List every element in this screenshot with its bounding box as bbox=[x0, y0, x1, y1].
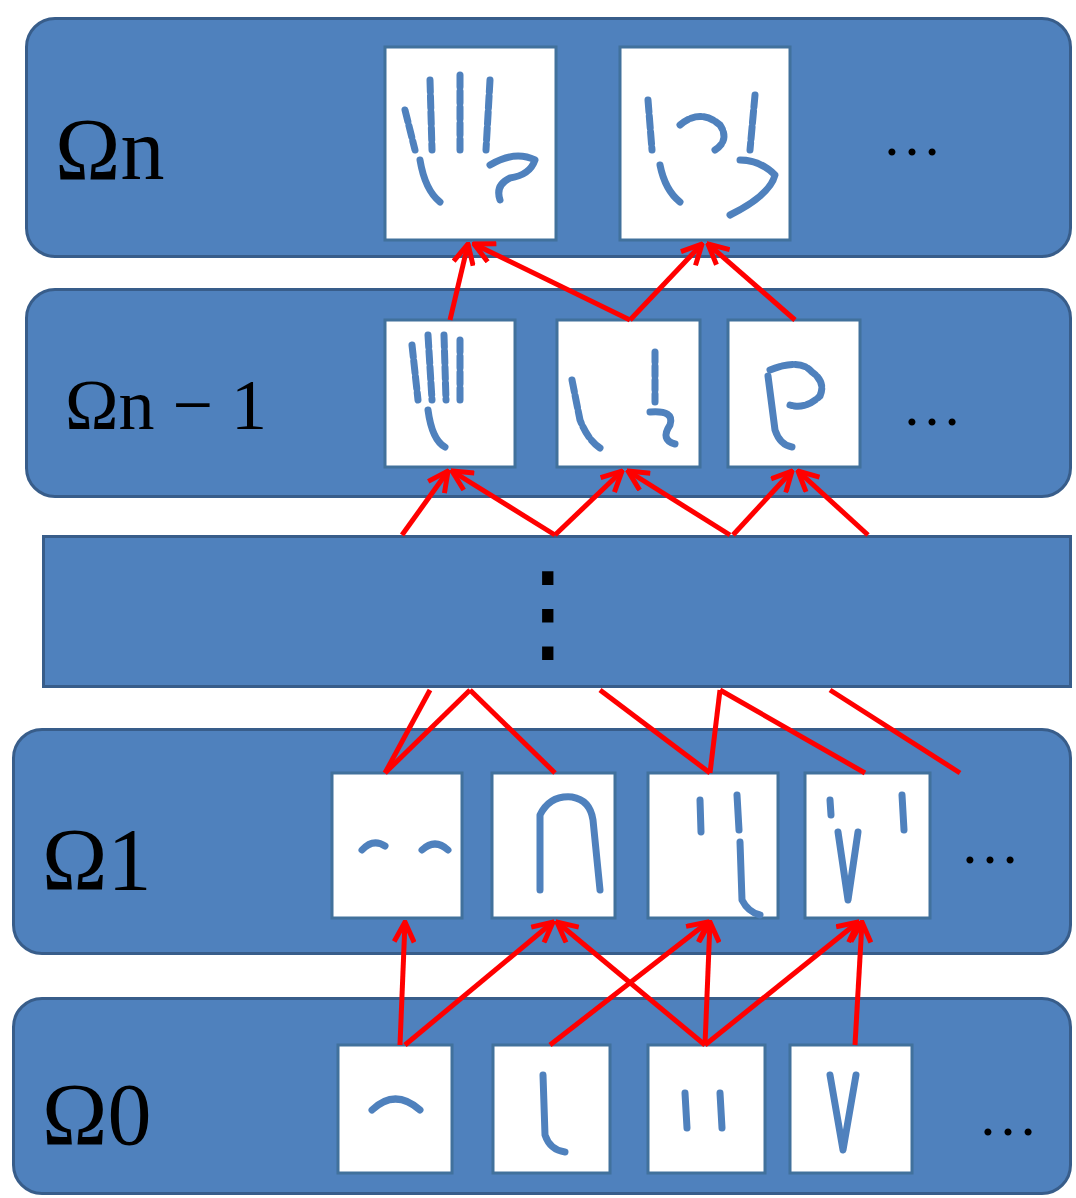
composition-arrow bbox=[720, 690, 865, 773]
ellipsis: … bbox=[960, 813, 1020, 873]
composition-arrow bbox=[628, 471, 730, 535]
composition-arrow bbox=[855, 922, 862, 1045]
layer-label: Ωn − 1 bbox=[65, 369, 267, 441]
composition-arrow bbox=[733, 471, 792, 535]
image-box bbox=[648, 773, 778, 918]
part-sketch bbox=[490, 156, 535, 200]
image-box bbox=[338, 1045, 452, 1173]
part-sketch bbox=[362, 843, 448, 850]
vertical-ellipsis: ⋮ bbox=[493, 557, 603, 667]
composition-arrow bbox=[400, 922, 405, 1045]
image-box bbox=[620, 47, 790, 240]
composition-arrow bbox=[405, 922, 553, 1045]
composition-arrow bbox=[600, 690, 710, 773]
part-sketch bbox=[420, 160, 440, 202]
part-sketches bbox=[362, 75, 904, 1152]
image-box bbox=[492, 773, 615, 918]
part-sketch bbox=[685, 1093, 722, 1128]
composition-arrow bbox=[474, 244, 630, 320]
part-sketch bbox=[830, 1075, 856, 1150]
composition-arrow bbox=[708, 244, 795, 320]
composition-arrow bbox=[705, 922, 710, 1045]
composition-arrow bbox=[550, 922, 708, 1045]
layer-band: ⋮ bbox=[42, 535, 1072, 688]
part-sketch bbox=[648, 95, 755, 150]
part-sketch bbox=[680, 117, 724, 151]
image-box bbox=[385, 47, 556, 240]
composition-arrow bbox=[710, 690, 720, 773]
part-sketch bbox=[572, 380, 600, 448]
layer-label: Ω0 bbox=[42, 1071, 151, 1159]
part-sketch bbox=[652, 352, 659, 402]
ellipsis: … bbox=[882, 105, 942, 165]
image-box bbox=[385, 320, 515, 467]
ellipsis: … bbox=[902, 375, 962, 435]
part-sketch bbox=[730, 160, 775, 215]
composition-arrows bbox=[385, 244, 960, 1045]
composition-arrow bbox=[798, 471, 868, 535]
part-sketch bbox=[650, 412, 675, 444]
layer-label: Ωn bbox=[55, 106, 164, 194]
composition-arrow bbox=[385, 690, 430, 773]
image-box bbox=[790, 1045, 912, 1173]
part-sketch bbox=[428, 410, 445, 447]
part-sketch bbox=[412, 335, 460, 400]
part-sketch bbox=[830, 795, 904, 900]
composition-arrow bbox=[630, 244, 702, 320]
part-sketch bbox=[372, 1099, 420, 1110]
composition-arrow bbox=[385, 690, 470, 773]
image-box bbox=[557, 320, 700, 467]
composition-arrow bbox=[555, 471, 622, 535]
composition-arrow bbox=[705, 922, 858, 1045]
image-box bbox=[332, 773, 462, 918]
composition-arrow bbox=[830, 690, 960, 773]
part-sketch bbox=[543, 1075, 565, 1152]
image-box bbox=[648, 1045, 765, 1173]
composition-arrow bbox=[452, 471, 555, 535]
ellipsis: … bbox=[978, 1085, 1038, 1145]
image-box bbox=[805, 773, 930, 918]
image-boxes bbox=[332, 47, 930, 1173]
part-sketch bbox=[405, 75, 490, 150]
layer-label: Ω1 bbox=[42, 816, 151, 904]
layer-band: Ωn − 1 … bbox=[25, 288, 1072, 498]
image-box bbox=[493, 1045, 610, 1173]
part-sketch bbox=[540, 797, 600, 890]
composition-arrow bbox=[470, 690, 555, 773]
part-sketch bbox=[768, 376, 792, 447]
image-box bbox=[728, 320, 860, 467]
composition-arrow bbox=[402, 471, 448, 535]
composition-arrow bbox=[450, 244, 468, 320]
part-sketch bbox=[770, 364, 822, 406]
part-sketch bbox=[700, 795, 760, 915]
part-sketch bbox=[660, 165, 680, 202]
